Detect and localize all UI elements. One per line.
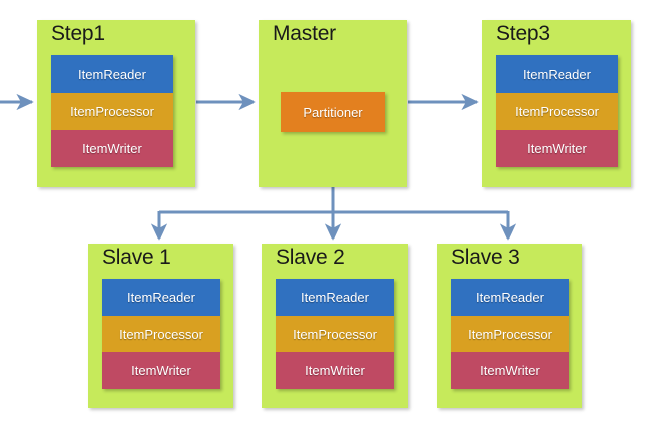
component-item-reader[interactable]: ItemReader xyxy=(51,55,173,93)
component-item-writer[interactable]: ItemWriter xyxy=(496,130,618,167)
component-item-processor[interactable]: ItemProcessor xyxy=(51,93,173,130)
component-item-processor[interactable]: ItemProcessor xyxy=(276,316,394,352)
node-slave2-components: ItemReader ItemProcessor ItemWriter xyxy=(276,279,394,389)
node-master-components: Partitioner xyxy=(281,92,385,132)
component-item-processor[interactable]: ItemProcessor xyxy=(451,316,569,352)
component-item-reader[interactable]: ItemReader xyxy=(276,279,394,316)
node-step1-components: ItemReader ItemProcessor ItemWriter xyxy=(51,55,173,167)
node-master[interactable]: Master Partitioner xyxy=(259,20,407,187)
node-slave1-components: ItemReader ItemProcessor ItemWriter xyxy=(102,279,220,389)
node-slave3-components: ItemReader ItemProcessor ItemWriter xyxy=(451,279,569,389)
component-item-processor[interactable]: ItemProcessor xyxy=(102,316,220,352)
component-item-writer[interactable]: ItemWriter xyxy=(276,352,394,389)
node-master-title: Master xyxy=(273,22,336,45)
node-step3-title: Step3 xyxy=(496,22,550,45)
node-slave1-title: Slave 1 xyxy=(102,246,171,269)
node-slave2[interactable]: Slave 2 ItemReader ItemProcessor ItemWri… xyxy=(262,244,408,408)
component-partitioner[interactable]: Partitioner xyxy=(281,92,385,132)
component-item-reader[interactable]: ItemReader xyxy=(451,279,569,316)
component-item-processor[interactable]: ItemProcessor xyxy=(496,93,618,130)
node-slave1[interactable]: Slave 1 ItemReader ItemProcessor ItemWri… xyxy=(88,244,233,408)
component-item-writer[interactable]: ItemWriter xyxy=(102,352,220,389)
component-item-reader[interactable]: ItemReader xyxy=(102,279,220,316)
component-item-reader[interactable]: ItemReader xyxy=(496,55,618,93)
node-step1[interactable]: Step1 ItemReader ItemProcessor ItemWrite… xyxy=(37,20,195,187)
component-item-writer[interactable]: ItemWriter xyxy=(51,130,173,167)
node-step1-title: Step1 xyxy=(51,22,105,45)
node-slave3-title: Slave 3 xyxy=(451,246,520,269)
node-step3-components: ItemReader ItemProcessor ItemWriter xyxy=(496,55,618,167)
node-slave3[interactable]: Slave 3 ItemReader ItemProcessor ItemWri… xyxy=(437,244,582,408)
node-step3[interactable]: Step3 ItemReader ItemProcessor ItemWrite… xyxy=(482,20,631,187)
node-slave2-title: Slave 2 xyxy=(276,246,345,269)
component-item-writer[interactable]: ItemWriter xyxy=(451,352,569,389)
connector-master-trunk xyxy=(159,187,508,214)
